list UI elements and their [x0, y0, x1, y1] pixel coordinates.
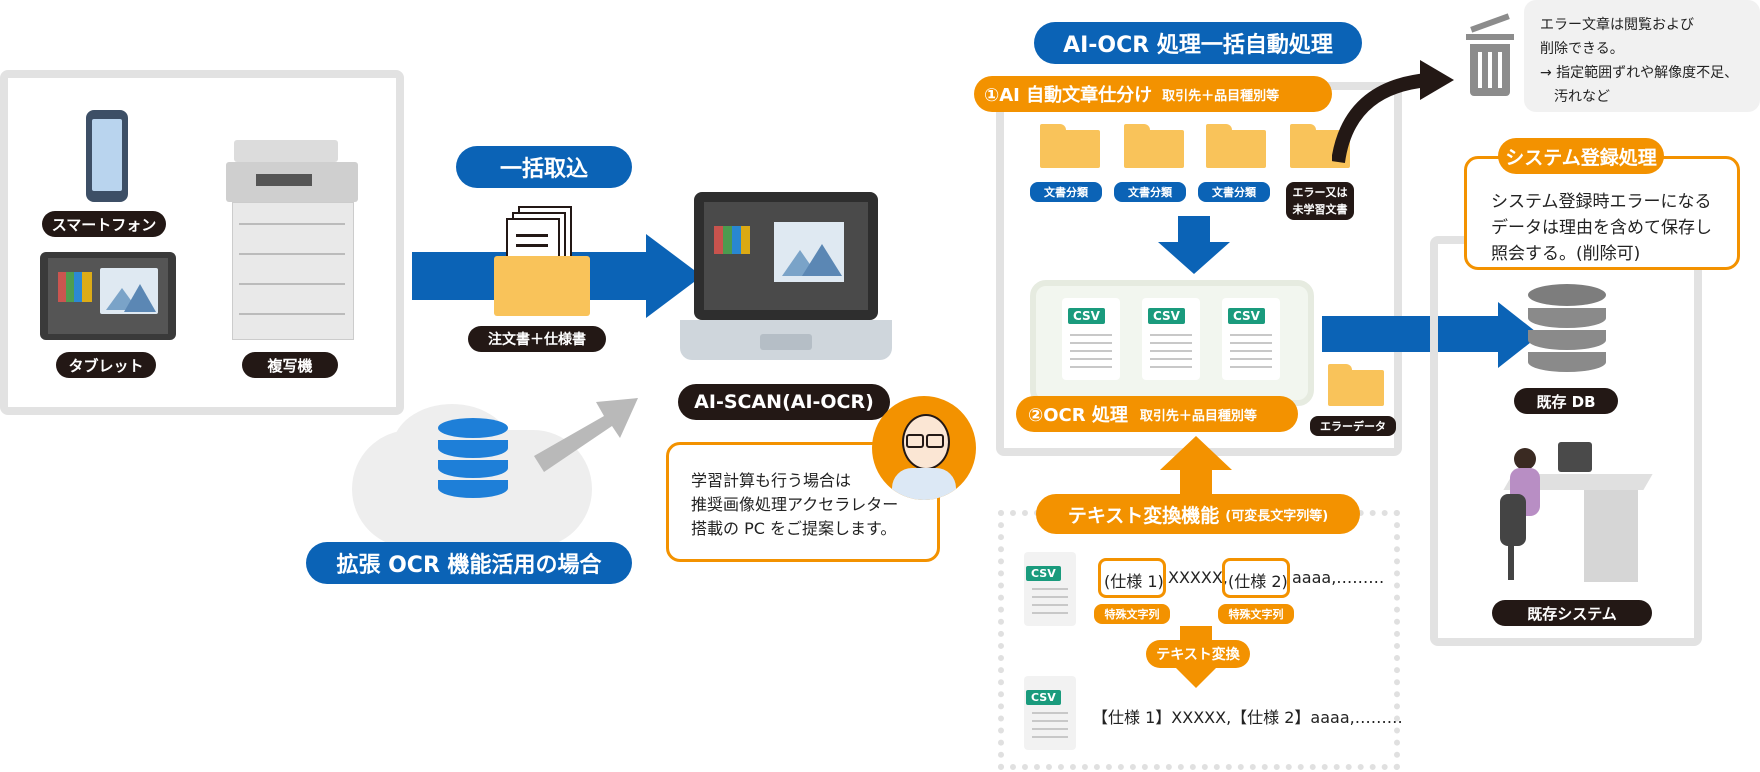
spec1-box — [1098, 558, 1166, 598]
special-label-2: 特殊文字列 — [1218, 604, 1294, 624]
text-convert-title-main: テキスト変換機能 — [1067, 504, 1220, 527]
documents-label: 注文書＋仕様書 — [468, 326, 606, 352]
folder-icon — [1040, 124, 1100, 168]
advisor-note-line-1: 学習計算も行う場合は — [691, 471, 852, 490]
spec1-text: (仕様 1) — [1104, 572, 1164, 591]
text-convert-up-arrow — [1160, 436, 1232, 498]
smartphone-icon — [86, 110, 128, 202]
error-data-label: エラーデータ — [1310, 416, 1396, 436]
advisor-note-line-3: 搭載の PC をご提案します。 — [691, 519, 897, 538]
extended-ocr-arrow — [534, 398, 638, 472]
smartphone-label: スマートフォン — [42, 211, 166, 237]
copier-label: 複写機 — [242, 352, 338, 378]
advisor-note-line-2: 推奨画像処理アクセラレター — [691, 495, 899, 514]
error-data-folder-icon — [1328, 364, 1384, 406]
delete-note-line-4: 汚れなど — [1540, 89, 1610, 105]
convert-label: テキスト変換 — [1146, 640, 1250, 668]
special-label-1: 特殊文字列 — [1094, 604, 1170, 624]
advisor-avatar — [872, 396, 976, 500]
database-icon — [438, 418, 508, 498]
delete-note-line-3: → 指定範囲ずれや解像度不足、 — [1540, 65, 1739, 81]
folder-label-1: 文書分類 — [1030, 182, 1102, 202]
tablet-icon — [40, 252, 176, 340]
aaaa-text: aaaa,……… — [1292, 568, 1385, 587]
step2-label: ②OCR 処理 取引先＋品目種別等 — [1016, 396, 1298, 432]
csv-doc-icon: CSV — [1062, 298, 1120, 380]
existing-db-label: 既存 DB — [1514, 388, 1618, 414]
text-convert-title: テキスト変換機能 (可変長文字列等) — [1036, 494, 1360, 534]
delete-curve-arrow — [1332, 60, 1454, 164]
system-register-line-2: データは理由を含めて保存し — [1491, 218, 1712, 238]
office-worker-icon — [1488, 434, 1658, 590]
folder-icon — [1206, 124, 1266, 168]
folder-icon — [1124, 124, 1184, 168]
step2-main: ②OCR 処理 — [1028, 405, 1128, 426]
converted-result: 【仕様 1】XXXXX,【仕様 2】aaaa,……… — [1092, 708, 1403, 727]
delete-note-line-1: エラー文章は閲覧および — [1540, 17, 1694, 33]
step1-label: ①AI 自動文章仕分け 取引先＋品目種別等 — [974, 76, 1332, 112]
step1-sub: 取引先＋品目種別等 — [1162, 88, 1280, 104]
step1-main: ①AI 自動文章仕分け — [984, 85, 1153, 106]
csv-doc-icon: CSV — [1024, 676, 1076, 750]
spec2-box — [1222, 558, 1290, 598]
delete-note-line-2: 削除できる。 — [1540, 41, 1624, 57]
existing-system-label: 既存システム — [1492, 600, 1652, 626]
system-register-line-3: 照会する。(削除可) — [1491, 244, 1641, 264]
trash-icon — [1462, 12, 1518, 98]
spec2-text: (仕様 2) — [1228, 572, 1288, 591]
system-register-title: システム登録処理 — [1498, 138, 1664, 174]
laptop-icon — [680, 192, 892, 364]
folder-label-3: 文書分類 — [1198, 182, 1270, 202]
csv-doc-icon: CSV — [1222, 298, 1280, 380]
documents-folder-icon — [494, 206, 590, 316]
error-folder-label-line-1: エラー又は — [1292, 186, 1348, 199]
copier-icon — [226, 140, 358, 340]
sort-down-arrow — [1158, 216, 1230, 274]
folder-label-2: 文書分類 — [1114, 182, 1186, 202]
ocr-process-title: AI-OCR 処理一括自動処理 — [1034, 22, 1362, 64]
extended-ocr-label: 拡張 OCR 機能活用の場合 — [306, 542, 632, 584]
ai-scan-label: AI-SCAN(AI-OCR) — [678, 384, 890, 420]
text-convert-title-sub: (可変長文字列等) — [1225, 508, 1329, 524]
tablet-label: タブレット — [56, 352, 156, 378]
step2-sub: 取引先＋品目種別等 — [1139, 408, 1257, 424]
existing-db-icon — [1528, 284, 1606, 374]
csv-doc-icon: CSV — [1142, 298, 1200, 380]
error-folder-label: エラー又は 未学習文書 — [1286, 182, 1354, 220]
csv-doc-icon: CSV — [1024, 552, 1076, 626]
devices-panel — [0, 70, 404, 415]
system-register-line-1: システム登録時エラーになる — [1491, 192, 1712, 212]
error-folder-label-line-2: 未学習文書 — [1292, 203, 1348, 216]
batch-import-title: 一括取込 — [456, 146, 632, 188]
delete-note: エラー文章は閲覧および 削除できる。 → 指定範囲ずれや解像度不足、 汚れなど — [1524, 0, 1760, 112]
xxxxx-text: XXXXX, — [1168, 568, 1228, 587]
